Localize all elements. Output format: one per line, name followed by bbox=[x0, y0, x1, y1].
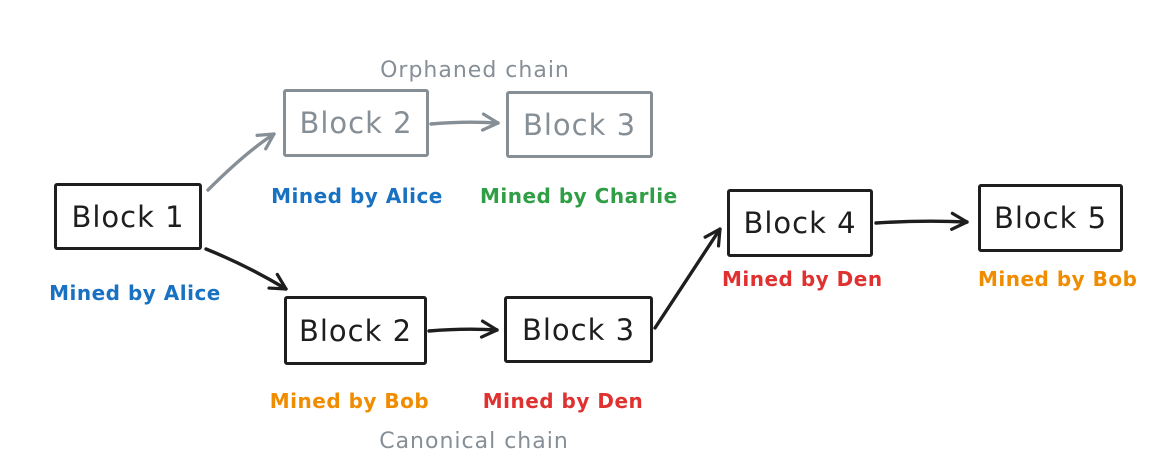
canon-block-5-miner-label: Mined by Bob bbox=[978, 267, 1138, 291]
arrow-canon-block3-to-canon-block4 bbox=[653, 227, 722, 330]
orphan-block-3: Block 3 bbox=[506, 91, 653, 158]
arrow-block1-to-orphan-block2 bbox=[206, 132, 276, 192]
orphan-block-3-miner-label: Mined by Charlie bbox=[480, 184, 678, 208]
arrow-canon-block4-to-canon-block5 bbox=[874, 211, 969, 231]
canon-block-2-label: Block 2 bbox=[298, 313, 413, 348]
canon-block-3-miner-label: Mined by Den bbox=[482, 389, 644, 413]
canon-block-2-miner-label: Mined by Bob bbox=[269, 389, 430, 413]
canon-block-4-miner-label: Mined by Den bbox=[722, 267, 883, 291]
canon-block-4: Block 4 bbox=[727, 189, 873, 257]
canon-block-5-label: Block 5 bbox=[993, 201, 1108, 235]
arrow-canon-block2-to-canon-block3 bbox=[427, 319, 499, 339]
block-1-label: Block 1 bbox=[71, 199, 185, 234]
orphaned-chain-label: Orphaned chain bbox=[380, 58, 570, 83]
orphan-block-2: Block 2 bbox=[283, 89, 429, 157]
canon-block-3: Block 3 bbox=[504, 296, 653, 363]
orphan-block-3-label: Block 3 bbox=[522, 107, 637, 142]
canon-block-4-label: Block 4 bbox=[743, 206, 857, 240]
orphan-block-2-miner-label: Mined by Alice bbox=[271, 184, 443, 208]
canon-block-2: Block 2 bbox=[284, 296, 427, 365]
arrow-block1-to-canon-block2 bbox=[204, 247, 288, 291]
block-1-miner-label: Mined by Alice bbox=[49, 281, 221, 305]
canon-block-5: Block 5 bbox=[978, 184, 1123, 252]
orphan-block-2-label: Block 2 bbox=[299, 106, 413, 140]
canonical-chain-label: Canonical chain bbox=[379, 429, 569, 454]
block-1: Block 1 bbox=[54, 183, 202, 250]
arrow-orphan-block2-to-orphan-block3 bbox=[429, 112, 500, 132]
canon-block-3-label: Block 3 bbox=[521, 312, 636, 347]
